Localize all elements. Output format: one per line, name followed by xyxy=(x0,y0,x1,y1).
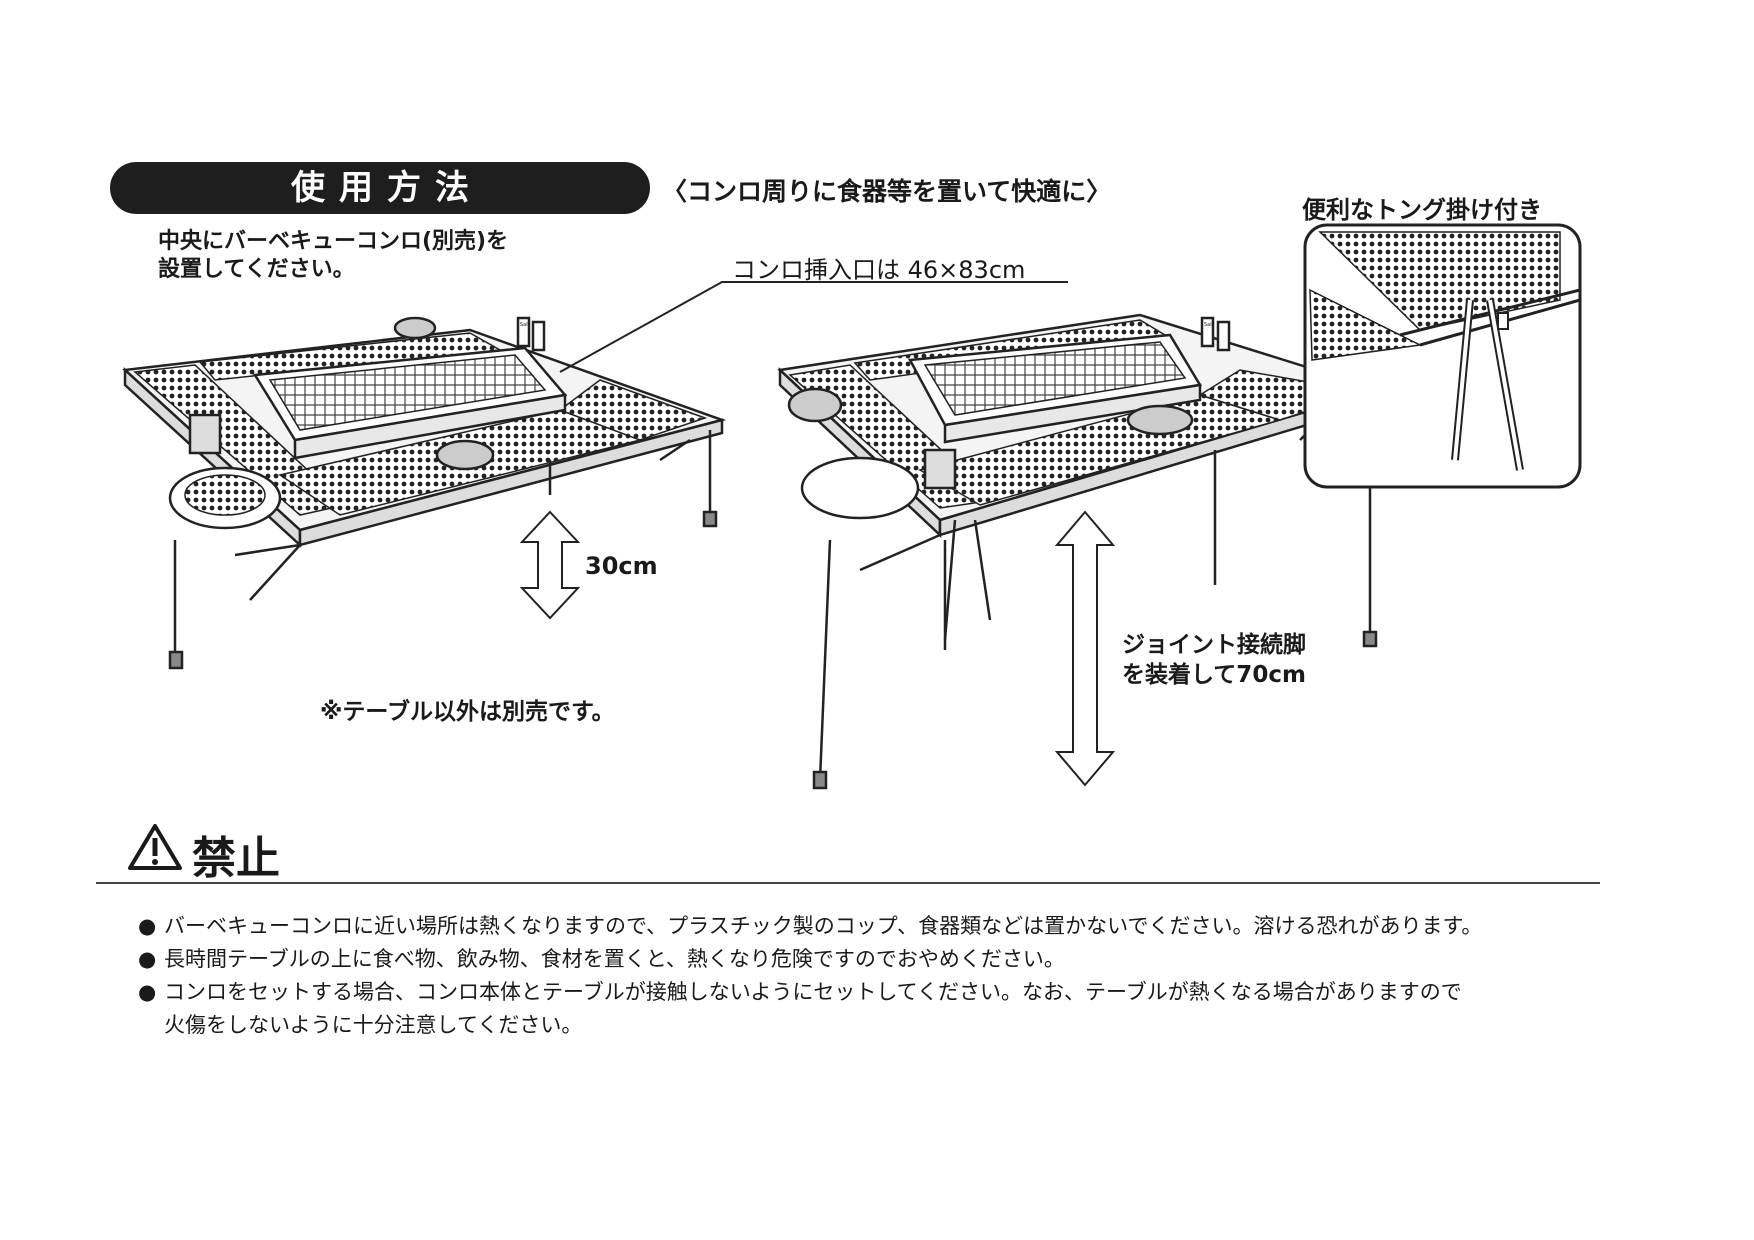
joint-legs-line-1: ジョイント接続脚 xyxy=(1122,632,1306,658)
high-table-illustration xyxy=(777,313,1385,790)
joint-legs-line-2: を装着して70cm xyxy=(1122,662,1306,688)
usage-title: 使用方法 xyxy=(291,168,483,208)
prohibition-title: 禁止 xyxy=(192,833,280,884)
salt-label-left: Salt xyxy=(520,322,530,328)
prohibition-item: ● コンロをセットする場合、コンロ本体とテーブルが接触しないようにセットしてくだ… xyxy=(138,976,1608,1009)
tong-hook-inset xyxy=(1303,223,1582,489)
prohibition-text: バーベキューコンロに近い場所は熱くなりますので、プラスチック製のコップ、食器類な… xyxy=(164,914,1483,938)
low-table-illustration xyxy=(122,316,727,670)
warning-triangle-icon xyxy=(128,824,182,870)
height-30cm-arrow xyxy=(519,510,581,620)
salt-label-right: Salt xyxy=(1204,322,1214,328)
usage-subtitle: 〈コンロ周りに食器等を置いて快適に〉 xyxy=(662,177,1112,206)
prohibition-text: コンロをセットする場合、コンロ本体とテーブルが接触しないようにセットしてください… xyxy=(164,980,1462,1004)
stove-instruction: 中央にバーベキューコンロ(別売)を 設置してください。 xyxy=(158,228,508,284)
stove-instruction-line-2: 設置してください。 xyxy=(158,257,355,282)
prohibition-item: ● バーベキューコンロに近い場所は熱くなりますので、プラスチック製のコップ、食器… xyxy=(138,910,1608,943)
stove-instruction-line-1: 中央にバーベキューコンロ(別売)を xyxy=(158,229,509,254)
prohibition-item-continuation: 火傷をしないように十分注意してください。 xyxy=(164,1013,583,1037)
bullet: ● xyxy=(138,914,157,938)
prohibition-item: ● 長時間テーブルの上に食べ物、飲み物、食材を置くと、熱くなり危険ですのでおやめ… xyxy=(138,943,1608,976)
bullet: ● xyxy=(138,947,157,971)
height-30cm-label: 30cm xyxy=(585,552,658,580)
stove-opening-label: コンロ挿入口は 46×83cm xyxy=(732,256,1026,284)
prohibition-list: ● バーベキューコンロに近い場所は熱くなりますので、プラスチック製のコップ、食器… xyxy=(138,910,1608,1042)
joint-legs-note: ジョイント接続脚 を装着して70cm xyxy=(1122,630,1306,690)
stove-opening-leader-line xyxy=(559,281,1068,373)
prohibition-heading: 禁止 xyxy=(122,822,280,886)
prohibition-text: 長時間テーブルの上に食べ物、飲み物、食材を置くと、熱くなり危険ですのでおやめくだ… xyxy=(164,947,1065,971)
tong-hook-label: 便利なトング掛け付き xyxy=(1302,196,1542,224)
usage-title-badge: 使用方法 xyxy=(110,162,650,214)
height-70cm-arrow xyxy=(1054,510,1116,787)
bullet: ● xyxy=(138,980,157,1004)
sold-separately-note: ※テーブル以外は別売です。 xyxy=(320,699,615,725)
section-divider xyxy=(96,882,1600,884)
